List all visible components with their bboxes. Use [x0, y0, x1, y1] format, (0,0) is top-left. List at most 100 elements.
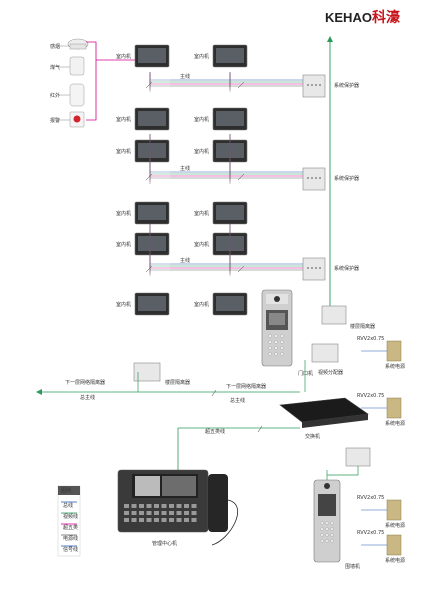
mgmt-key: [124, 504, 129, 508]
keypad-key: [330, 527, 334, 531]
infrared-detector-icon: [69, 83, 85, 107]
legend-item-3: 电源线: [63, 535, 78, 542]
power-supply-3: [386, 534, 402, 556]
floor-isolator: [321, 305, 347, 325]
terminal-dot: [311, 267, 313, 269]
outdoor-station-label-top: 门口机: [298, 370, 313, 377]
drop-wire: [149, 74, 170, 83]
cable-slash: [237, 173, 245, 181]
brand-logo-zh: 科濠: [372, 9, 400, 26]
outdoor-screen-inner: [269, 313, 285, 325]
cable-slash: [145, 265, 153, 273]
indoor-monitor-label-3: 室内机: [194, 116, 209, 123]
cable-code-2: RVV2x0.75: [357, 495, 384, 501]
sensor-bus: [86, 41, 97, 121]
mgmt-key: [139, 518, 144, 522]
alarm-button-red: [73, 115, 81, 123]
mgmt-key: [154, 518, 159, 522]
video-distributor-label: 视频分配器: [318, 369, 343, 376]
mgmt-key: [131, 511, 137, 515]
network-isolator-label: 楼层隔离器: [165, 379, 190, 386]
legend-box: [57, 485, 81, 557]
next-isolator-label: 下一层网络隔离器: [65, 379, 105, 386]
trunk-label-0: 主线: [180, 73, 190, 80]
terminal-dot: [319, 177, 321, 179]
mgmt-key: [131, 518, 137, 522]
smoke-detector-base: [69, 43, 87, 50]
indoor-monitor-screen: [216, 205, 244, 220]
terminal-dot: [315, 177, 317, 179]
cable-code-3: RVV2x0.75: [357, 530, 384, 536]
power-supply-2: [386, 499, 402, 521]
indoor-monitor-label-8: 室内机: [116, 241, 131, 248]
mgmt-key: [146, 511, 152, 515]
sensor-label-2: 红外: [50, 92, 60, 99]
keypad-key: [320, 539, 324, 543]
power-supply-label-3: 系统电源: [385, 557, 405, 564]
keypad-key: [274, 334, 278, 338]
mgmt-key: [191, 504, 197, 508]
system-protector-1: [302, 167, 326, 191]
indoor-monitor-label-11: 室内机: [194, 301, 209, 308]
mgmt-key: [176, 518, 182, 522]
indoor-monitor-screen: [216, 48, 244, 63]
network-isolator: [133, 362, 161, 382]
mgmt-screen-a: [135, 476, 160, 496]
keypad-key: [330, 521, 334, 525]
protector-label-2: 系统保护器: [334, 265, 359, 272]
trunk-arrow-up: [327, 36, 333, 42]
keypad-key: [268, 340, 272, 344]
left-arrow: [36, 389, 42, 395]
switch-label: 交换机: [305, 433, 320, 440]
indoor-monitor-label-6: 室内机: [116, 210, 131, 217]
legend-item-0: 总线: [63, 502, 73, 509]
mgmt-key: [124, 518, 129, 522]
main-line-label-right: 总主线: [230, 397, 245, 404]
legend-item-2: 超五类: [63, 524, 78, 531]
terminal-dot: [319, 267, 321, 269]
system-protector-0: [302, 74, 326, 98]
outdoor2-screen: [318, 494, 336, 516]
power-supply-label-1: 系统电源: [385, 420, 405, 427]
terminal-dot: [311, 177, 313, 179]
legend-title: 图例: [61, 487, 71, 494]
second-outdoor-label: 围墙机: [345, 563, 360, 570]
cable-code-1: RVV2x0.75: [357, 393, 384, 399]
sensor-label-3: 报警: [50, 117, 60, 124]
keypad-key: [268, 334, 272, 338]
mgmt-key: [154, 504, 159, 508]
trunk-label-1: 主线: [180, 165, 190, 172]
outdoor-camera: [274, 296, 280, 302]
mgmt-key: [139, 511, 144, 515]
terminal-dot: [311, 84, 313, 86]
terminal-dot: [315, 84, 317, 86]
mgmt-key: [184, 518, 189, 522]
keypad-key: [320, 521, 324, 525]
keypad-key: [280, 352, 284, 356]
mgmt-key: [169, 518, 174, 522]
terminal-dot: [307, 177, 309, 179]
mgmt-screen-b: [162, 476, 196, 496]
keypad-key: [280, 334, 284, 338]
keypad-key: [320, 533, 324, 537]
keypad-key: [280, 340, 284, 344]
terminal-dot: [319, 84, 321, 86]
outdoor-station-2: [313, 479, 341, 563]
terminal-dot: [307, 84, 309, 86]
keypad-key: [274, 352, 278, 356]
mgmt-key: [184, 511, 189, 515]
power-supply-label-2: 系统电源: [385, 522, 405, 529]
cable-slash: [211, 389, 217, 397]
indoor-monitor-screen: [138, 236, 166, 251]
video-distributor: [311, 343, 339, 363]
mgmt-key: [161, 504, 167, 508]
indoor-monitor-label-4: 室内机: [116, 148, 131, 155]
terminal-dot: [315, 267, 317, 269]
indoor-monitor-label-10: 室内机: [116, 301, 131, 308]
keypad-key: [320, 527, 324, 531]
mgmt-key: [176, 504, 182, 508]
keypad-key: [274, 346, 278, 350]
keypad-key: [268, 346, 272, 350]
